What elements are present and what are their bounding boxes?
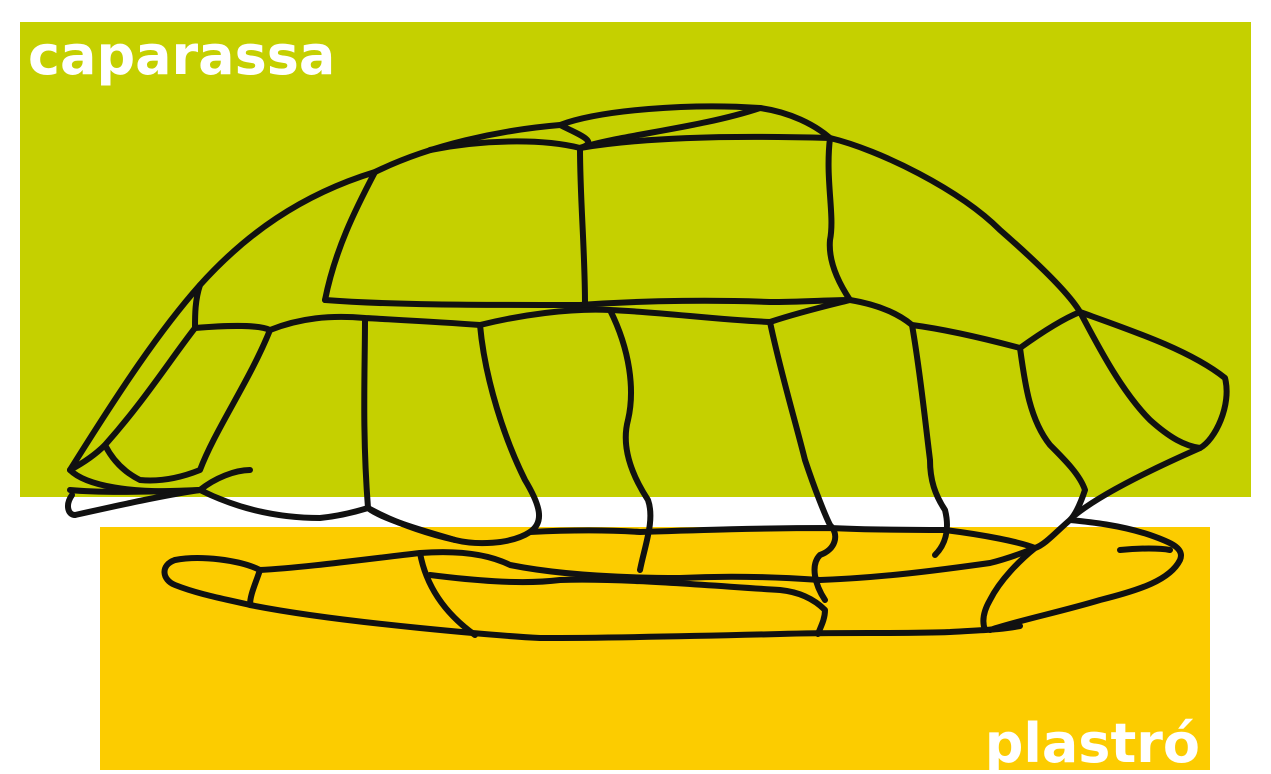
carapace-label: caparassa (28, 24, 335, 87)
plastron-label: plastró (985, 712, 1200, 774)
carapace-region (20, 22, 1251, 497)
